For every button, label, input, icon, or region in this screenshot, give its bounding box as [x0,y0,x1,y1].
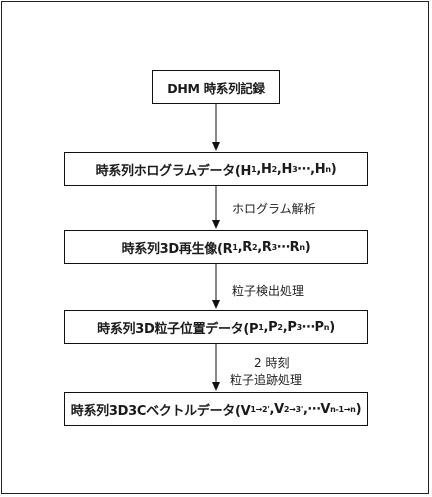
step-text: ) [329,319,335,335]
step-dhm-recording: DHM 時系列記録 [152,70,280,104]
arrow-label-particle-detection: 粒子検出処理 [232,284,305,298]
arrow-label-particle-tracking: 粒子追跡処理 [230,373,303,387]
step-text: ,P [263,319,278,335]
step-text: ⋯,H [297,161,326,177]
step-text: ) [330,161,337,177]
arrow-label-two-time: 2 時刻 [254,356,290,370]
step-subscript: 3 [271,242,278,252]
step-text: ⋯P [301,319,324,335]
flow-arrow-4 [210,344,222,392]
step-text: 時系列3D再生像(R [121,241,233,257]
step-text: 時系列3D3Cベクトルデータ(V [70,403,251,419]
step-text: ) [304,239,311,255]
step-subscript: 1 [232,242,238,252]
arrow-label-hologram-analysis: ホログラム解析 [232,202,316,216]
step-text: ,R [237,239,253,255]
step-subscript: 3 [296,322,303,332]
step-text: ,P [282,319,297,335]
step-text: ,R [257,239,272,255]
step-text: ) [355,401,362,417]
flow-arrow-1 [210,104,222,152]
step-subscript: 1 [251,164,257,174]
step-text: ⋯R [276,239,300,255]
step-subscript: 1→2' [250,404,270,414]
step-subscript: 2 [252,242,258,252]
step-subscript: 2 [271,164,278,174]
step-subscript: 3 [292,164,298,174]
step-subscript: 1 [258,322,264,332]
step-subscript: 2→3' [283,404,303,414]
step-text: ,⋯V [302,401,331,417]
flow-arrow-2 [210,186,222,230]
step-text: ,V [269,401,284,417]
step-text: ,H [256,161,272,177]
step-text: ,H [276,161,293,177]
step-text: 時系列ホログラムデータ(H [95,163,252,179]
step-subscript: 2 [277,322,283,332]
step-text: DHM 時系列記録 [167,80,265,96]
flow-arrow-3 [210,264,222,310]
step-subscript: n [323,322,330,332]
step-subscript: n-1→n [330,404,356,414]
step-subscript: n [325,164,331,174]
step-subscript: n [299,242,305,252]
step-text: 時系列3D粒子位置データ(P [97,321,259,337]
